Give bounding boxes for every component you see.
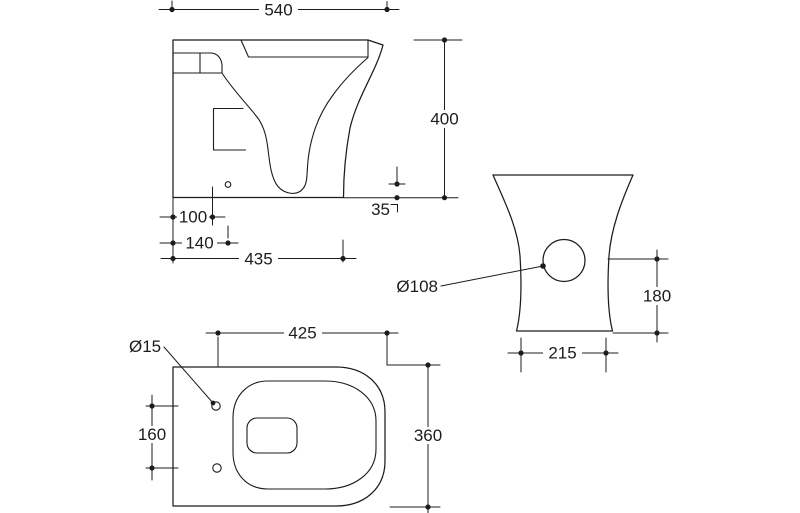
side-view bbox=[172, 39, 384, 199]
dim-100-label: 100 bbox=[179, 208, 207, 227]
side-view-flush-channel bbox=[212, 107, 247, 151]
dim-540-label: 540 bbox=[264, 1, 292, 20]
dim-215-label: 215 bbox=[548, 344, 576, 363]
side-view-bowl-trap-curve bbox=[221, 56, 369, 194]
dim-15-label: Ø15 bbox=[129, 337, 161, 356]
dim-425: 425 bbox=[205, 324, 441, 367]
dim-360: 360 bbox=[389, 362, 447, 513]
dim-435-label: 435 bbox=[244, 250, 272, 269]
dim-140: 140 bbox=[159, 225, 239, 253]
dim-fixing-hole-diameter: Ø15 bbox=[129, 337, 216, 406]
plan-view bbox=[172, 366, 386, 507]
rear-view-outline bbox=[492, 174, 634, 332]
side-view-inlet-spigot bbox=[172, 52, 223, 74]
dim-160: 160 bbox=[134, 394, 179, 481]
side-view-rim bbox=[240, 39, 369, 58]
dim-35-label: 35 bbox=[371, 200, 390, 219]
dim-435: 435 bbox=[160, 239, 357, 269]
dim-400: 400 bbox=[413, 37, 464, 201]
dim-400-label: 400 bbox=[430, 110, 458, 129]
plan-view-water-area bbox=[246, 417, 298, 454]
dim-140-label: 140 bbox=[185, 234, 213, 253]
dim-100: 100 bbox=[159, 186, 226, 264]
dim-160-label: 160 bbox=[138, 425, 166, 444]
plan-view-fixing-hole-bottom bbox=[212, 463, 222, 473]
dim-540: 540 bbox=[158, 0, 400, 20]
dim-180-label: 180 bbox=[643, 287, 671, 306]
dim-35: 35 bbox=[371, 166, 406, 219]
dim-108-label: Ø108 bbox=[396, 277, 438, 296]
plan-view-outline bbox=[172, 366, 386, 507]
plan-view-fixing-hole-top bbox=[211, 401, 221, 411]
dim-215: 215 bbox=[507, 337, 619, 373]
plan-view-bowl-rim bbox=[232, 380, 377, 490]
side-view-outline bbox=[172, 39, 384, 199]
dim-425-label: 425 bbox=[288, 324, 316, 343]
rear-view-outlet-hole bbox=[542, 238, 586, 283]
side-view-fixing-hole bbox=[224, 181, 232, 188]
dim-360-label: 360 bbox=[414, 426, 442, 445]
rear-view bbox=[492, 174, 634, 332]
dim-outlet-diameter: Ø108 bbox=[396, 263, 546, 296]
dim-180: 180 bbox=[607, 249, 676, 343]
